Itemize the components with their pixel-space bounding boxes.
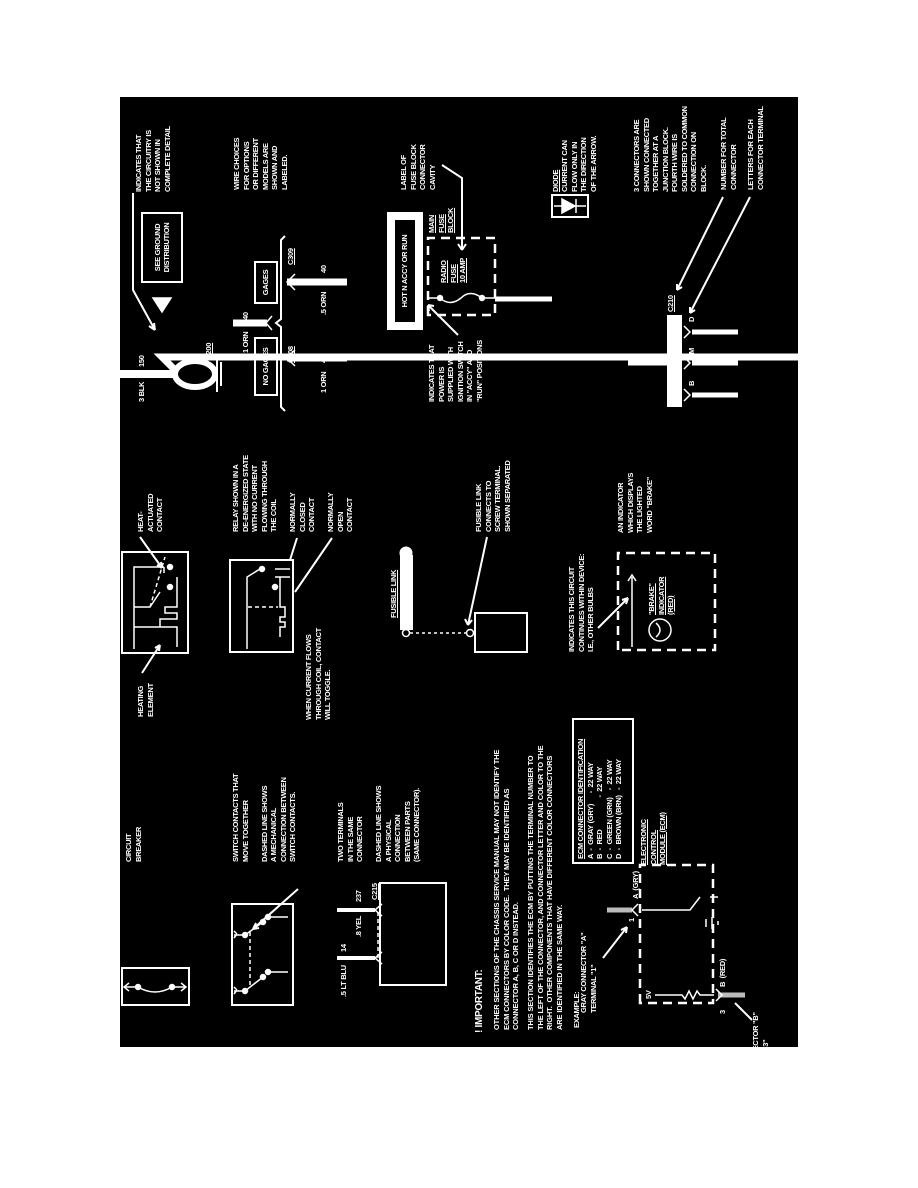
right-wire-circuit: 40: [319, 265, 328, 273]
wire-150-label: 150: [137, 355, 146, 367]
fuse-block-symbol: [387, 164, 552, 336]
diode-symbol: [551, 194, 589, 218]
an-indicator-label: AN INDICATOR WHICH DISPLAYS THE LIGHTED …: [616, 472, 654, 533]
terminal-3-label: 3: [718, 1010, 727, 1014]
connector-c215-symbol: [337, 882, 447, 986]
ground-g200-symbol: [120, 193, 869, 392]
brake-indicator-label: "BRAKE" INDICATOR (RED): [647, 576, 675, 615]
three-connectors-note: 3 CONNECTORS ARE SHOWN CONNECTED TOGETHE…: [632, 106, 708, 192]
circuit-breaker-label: CIRCUIT BREAKER: [124, 827, 143, 862]
ecm-table-row: B - RED - 22 WAY: [595, 766, 604, 859]
hot-label: HOT N ACCY OR RUN: [400, 234, 410, 308]
radio-fuse-label: RADIO FUSE 10 AMP: [439, 257, 467, 283]
ecm-symbol: [572, 718, 753, 1021]
switch-contacts-symbol: [231, 888, 299, 1006]
ecm-table-row: C - GREEN (GRN) - 22 WAY: [604, 759, 614, 860]
diagram-graphics: [120, 164, 869, 1021]
important-paragraph-2: THIS SECTION IDENTIFIES THE ECM BY PUTTI…: [526, 745, 564, 1030]
wiring-symbols-legend: CIRCUIT BREAKER SWITCH CONTACTS THAT MOV…: [120, 97, 869, 1088]
relay-label: RELAY SHOWN IN A DE-ENERGIZED STATE WITH…: [231, 455, 354, 532]
ground-g200-label: G200: [204, 342, 213, 360]
terminal-b: B: [687, 380, 696, 386]
wire1-circuit: 14: [339, 944, 348, 952]
heat-actuated-label: HEAT- ACTUATED CONTACT: [136, 493, 164, 532]
terminal-d: D: [687, 316, 696, 322]
ecm-connector-table: ECM CONNECTOR IDENTIFICATION A - GRAY (G…: [576, 721, 624, 859]
relay-symbol: [229, 537, 333, 653]
circuit-breaker-symbol: [121, 967, 190, 1006]
5v-label: 5V: [644, 990, 653, 999]
wire-3blk-label: 3 BLK: [137, 381, 146, 402]
when-current-label: WHEN CURRENT FLOWS THROUGH COIL, CONTACT…: [304, 628, 332, 720]
left-wire-circuit: 40: [319, 355, 328, 363]
gages-box: GAGES: [261, 269, 271, 296]
see-ground-box: SEE GROUND DISTRIBUTION: [152, 222, 172, 273]
ecm-table-title: ECM CONNECTOR IDENTIFICATION: [576, 738, 585, 859]
two-terminals-label: TWO TERMINALS IN THE SAME CONNECTOR DASH…: [336, 785, 421, 862]
power-note: INDICATES THAT POWER IS SUPPLIED WITH IG…: [427, 340, 484, 402]
heat-breaker-symbol: [121, 536, 189, 674]
ecm-label: ELECTRONIC CONTROL MODULE (ECM): [639, 812, 667, 865]
terminal-m: M: [687, 348, 696, 354]
heating-element-label: HEATING ELEMENT: [136, 683, 155, 717]
number-total-note: NUMBER FOR TOTAL CONNECTOR: [719, 117, 738, 190]
switch-contacts-label: SWITCH CONTACTS THAT MOVE TOGETHER DASHE…: [231, 773, 297, 862]
wire-choices-note: WIRE CHOICES FOR OPTIONS OR DIFFERENT MO…: [232, 137, 289, 190]
right-wire-size: .5 ORN: [319, 291, 328, 315]
important-heading: ! IMPORTANT:: [474, 969, 485, 1033]
red-connector-note: RED CONNECTOR "B" TERMINAL "3": [751, 1012, 770, 1088]
circuitry-note: INDICATES THAT THE CIRCUITRY IS NOT SHOW…: [134, 126, 172, 192]
fusible-link-symbol: [399, 536, 528, 653]
junction-block-symbol: [628, 196, 751, 407]
connector-c210: C210: [666, 295, 675, 312]
gray-connector-note: GRAY CONNECTOR "A" TERMINAL "1": [579, 932, 598, 1013]
label-of-fuse-note: LABEL OF FUSE BLOCK CONNECTOR CAVITY: [399, 144, 437, 190]
fusible-link-label: FUSIBLE LINK: [389, 569, 398, 618]
connector-c309: C309: [286, 248, 295, 265]
left-wire-size: 1 ORN: [319, 371, 328, 393]
diode-note: CURRENT CAN FLOW ONLY IN THE DIRECTION O…: [560, 135, 598, 192]
connector-c215: C215: [370, 883, 379, 900]
no-gages-box: NO GAGES: [261, 347, 271, 386]
wire2-size: .8 YEL: [354, 916, 363, 937]
wire-choice-symbol: [233, 235, 347, 412]
ecm-table-row: A - GRAY (GRY) - 22 WAY: [585, 762, 595, 859]
wire2-circuit: 237: [354, 890, 363, 902]
fusible-connects-label: FUSIBLE LINK CONNECTS TO SCREW TERMINAL.…: [474, 460, 512, 532]
connector-a-label: A (GRY): [631, 871, 640, 899]
top-wire-size: 1 ORN: [241, 331, 250, 353]
important-paragraph-1: OTHER SECTIONS OF THE CHASSIS SERVICE MA…: [492, 749, 520, 1030]
terminal-1-label: 1: [627, 918, 636, 922]
connector-b-label: B (RED): [718, 958, 727, 987]
connector-c308: C308: [286, 346, 295, 363]
main-fuse-block-label: MAIN FUSE BLOCK: [427, 207, 455, 233]
brake-indicator-symbol: [597, 551, 717, 652]
wire1-size: .5 LT BLU: [339, 965, 348, 997]
ecm-table-row: D - BROWN (BRN) - 22 WAY: [614, 759, 623, 859]
indicates-circuit-label: INDICATES THIS CIRCUIT CONTINUES WITHIN …: [567, 553, 595, 652]
top-wire-circuit: 40: [241, 312, 250, 320]
letters-each-note: LETTERS FOR EACH CONNECTOR TERMINAL: [746, 106, 765, 190]
